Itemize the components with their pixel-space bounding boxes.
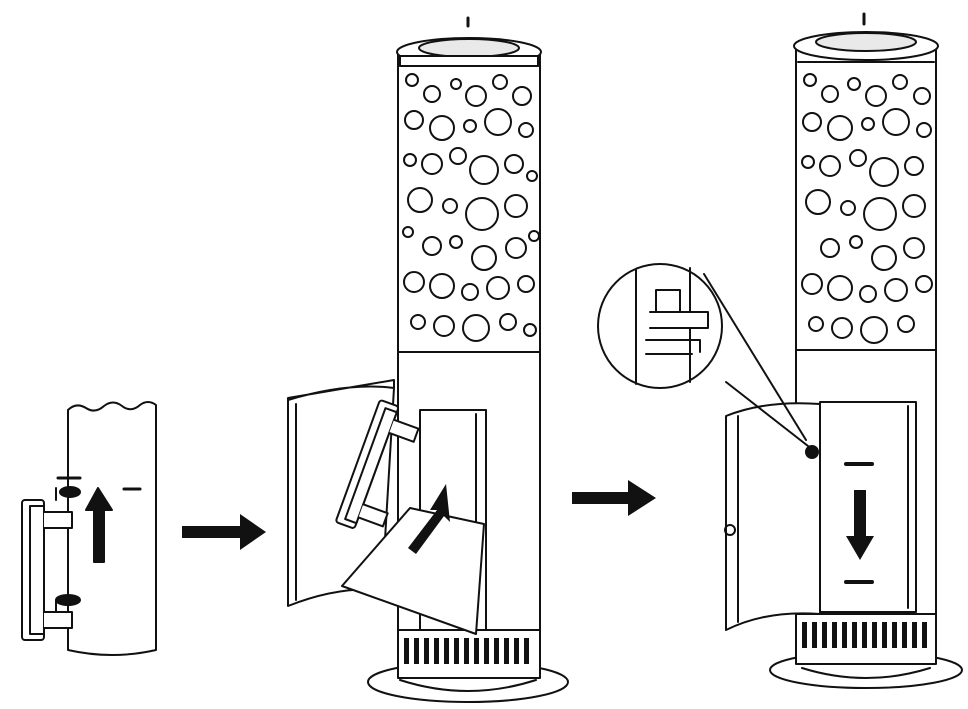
up-right-arrow-icon [408,484,450,554]
perforation-icon [801,73,933,344]
step-3-stove [597,12,963,689]
cylinder-section-icon [67,401,157,656]
step-2-stove [287,16,569,703]
vent-slots-icon [802,622,927,648]
down-arrow-icon [846,490,874,560]
right-arrow-icon [572,480,656,516]
perforation-icon [402,73,540,342]
hinge-detail-icon [597,263,809,447]
vent-slots-icon [404,638,529,664]
right-arrow-icon [182,514,266,550]
door-leaf-icon [725,402,821,631]
handle-bracket-icon [21,476,82,641]
handle-bracket-icon [335,399,420,529]
up-arrow-icon [85,487,113,563]
step-1-door-handle [21,401,157,656]
